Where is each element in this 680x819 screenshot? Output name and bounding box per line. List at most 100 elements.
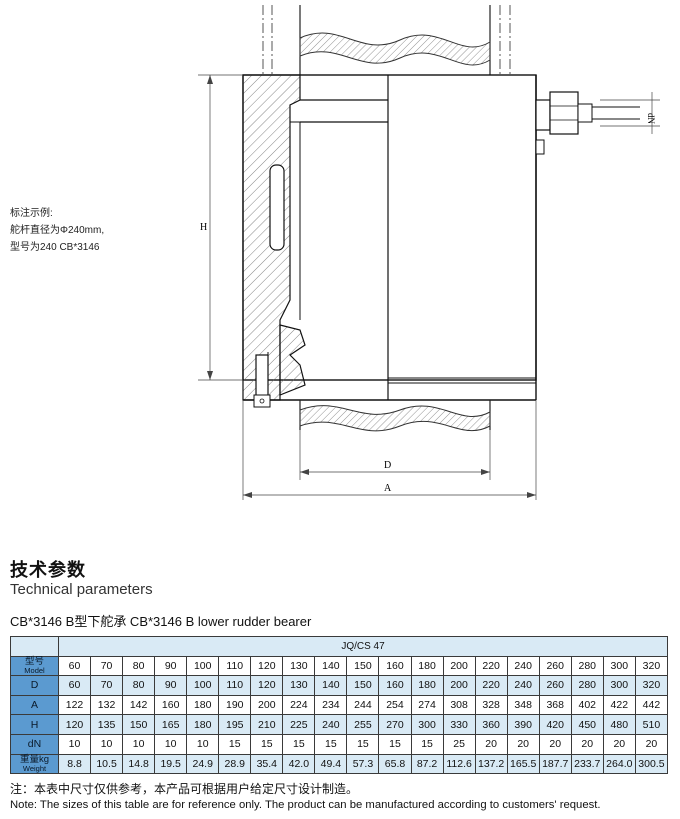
table-cell: 402 (570, 694, 604, 716)
grease-fitting (535, 91, 640, 155)
technical-drawing: dN H D A (198, 5, 660, 500)
table-cell: 190 (218, 694, 252, 716)
table-cell: 280 (570, 655, 604, 677)
table-cell: 24.9 (186, 753, 220, 775)
table-cell: 120 (57, 714, 92, 735)
table-cell: 328 (474, 694, 508, 716)
table-cell: 49.4 (314, 753, 348, 775)
table-cell: 87.2 (410, 753, 444, 775)
table-cell: 60 (57, 675, 92, 696)
table-cell: 180 (186, 694, 220, 716)
header-corner (10, 636, 59, 657)
h-label: H (200, 222, 207, 233)
table-cell: 390 (506, 714, 540, 735)
table-cell: 160 (378, 675, 412, 696)
table-cell: 264.0 (602, 753, 636, 775)
table-cell: 120 (250, 675, 284, 696)
table-cell: 130 (282, 655, 316, 677)
table-cell: 330 (442, 714, 476, 735)
table-cell: 240 (314, 714, 348, 735)
table-cell: 180 (410, 675, 444, 696)
table-cell: 180 (410, 655, 444, 677)
table-cell: 15 (250, 733, 284, 755)
table-cell: 150 (122, 714, 156, 735)
table-cell: 15 (218, 733, 252, 755)
table-cell: 165.5 (506, 753, 540, 775)
table-cell: 70 (90, 655, 124, 677)
table-cell: 200 (442, 655, 476, 677)
table-cell: 308 (442, 694, 476, 716)
table-cell: 300.5 (634, 753, 669, 775)
table-cell: 140 (314, 655, 348, 677)
upper-rudder-stock (262, 5, 511, 75)
table-cell: 200 (442, 675, 476, 696)
table-cell: 15 (282, 733, 316, 755)
table-cell: 180 (186, 714, 220, 735)
table-cell: 240 (506, 655, 540, 677)
row-label: A (10, 694, 59, 716)
table-cell: 15 (346, 733, 380, 755)
table-cell: 360 (474, 714, 508, 735)
table-cell: 260 (538, 675, 572, 696)
table-cell: 112.6 (442, 753, 476, 775)
row-label: H (10, 714, 59, 735)
note-en: Note: The sizes of this table are for re… (10, 799, 601, 811)
table-cell: 442 (634, 694, 669, 716)
row-label-cn: 重量kg (19, 753, 50, 765)
table-cell: 255 (346, 714, 380, 735)
table-cell: 300 (602, 675, 636, 696)
note-cn: 注：本表中尺寸仅供参考，本产品可根据用户给定尺寸设计制造。 (10, 782, 359, 796)
table-cell: 422 (602, 694, 636, 716)
table-cell: 10.5 (90, 753, 124, 775)
section-title-cn: 技术参数 (10, 560, 86, 580)
table-header: JQ/CS 47 (58, 636, 668, 657)
table-cell: 100 (186, 655, 220, 677)
table-cell: 19.5 (154, 753, 188, 775)
table-cell: 10 (90, 733, 124, 755)
table-cell: 110 (218, 675, 252, 696)
table-cell: 90 (154, 675, 188, 696)
table-cell: 132 (90, 694, 124, 716)
table-cell: 80 (122, 655, 156, 677)
section-title-en: Technical parameters (10, 581, 153, 598)
table-cell: 225 (282, 714, 316, 735)
lower-rudder-stock (242, 400, 537, 500)
table-cell: 368 (538, 694, 572, 716)
d-dimension: D (300, 460, 490, 475)
a-label: A (384, 483, 392, 494)
table-cell: 35.4 (250, 753, 284, 775)
table-cell: 122 (57, 694, 92, 716)
table-cell: 274 (410, 694, 444, 716)
table-cell: 57.3 (346, 753, 380, 775)
table-cell: 254 (378, 694, 412, 716)
table-cell: 510 (634, 714, 669, 735)
table-cell: 150 (346, 675, 380, 696)
table-cell: 20 (538, 733, 572, 755)
row-label: D (10, 675, 59, 696)
table-cell: 137.2 (474, 753, 508, 775)
table-cell: 20 (570, 733, 604, 755)
table-cell: 10 (186, 733, 220, 755)
marking-example: 标注示例: 舵杆直径为Φ240mm, 型号为240 CB*3146 (10, 205, 104, 256)
table-cell: 224 (282, 694, 316, 716)
table-cell: 65.8 (378, 753, 412, 775)
table-cell: 10 (154, 733, 188, 755)
table-cell: 480 (602, 714, 636, 735)
table-cell: 15 (410, 733, 444, 755)
table-cell: 42.0 (282, 753, 316, 775)
table-cell: 320 (634, 655, 669, 677)
table-cell: 135 (90, 714, 124, 735)
dn-dimension: dN (600, 92, 660, 134)
table-cell: 234 (314, 694, 348, 716)
table-cell: 20 (506, 733, 540, 755)
table-cell: 260 (538, 655, 572, 677)
bearer-body (242, 74, 537, 408)
table-cell: 220 (474, 675, 508, 696)
table-cell: 142 (122, 694, 156, 716)
